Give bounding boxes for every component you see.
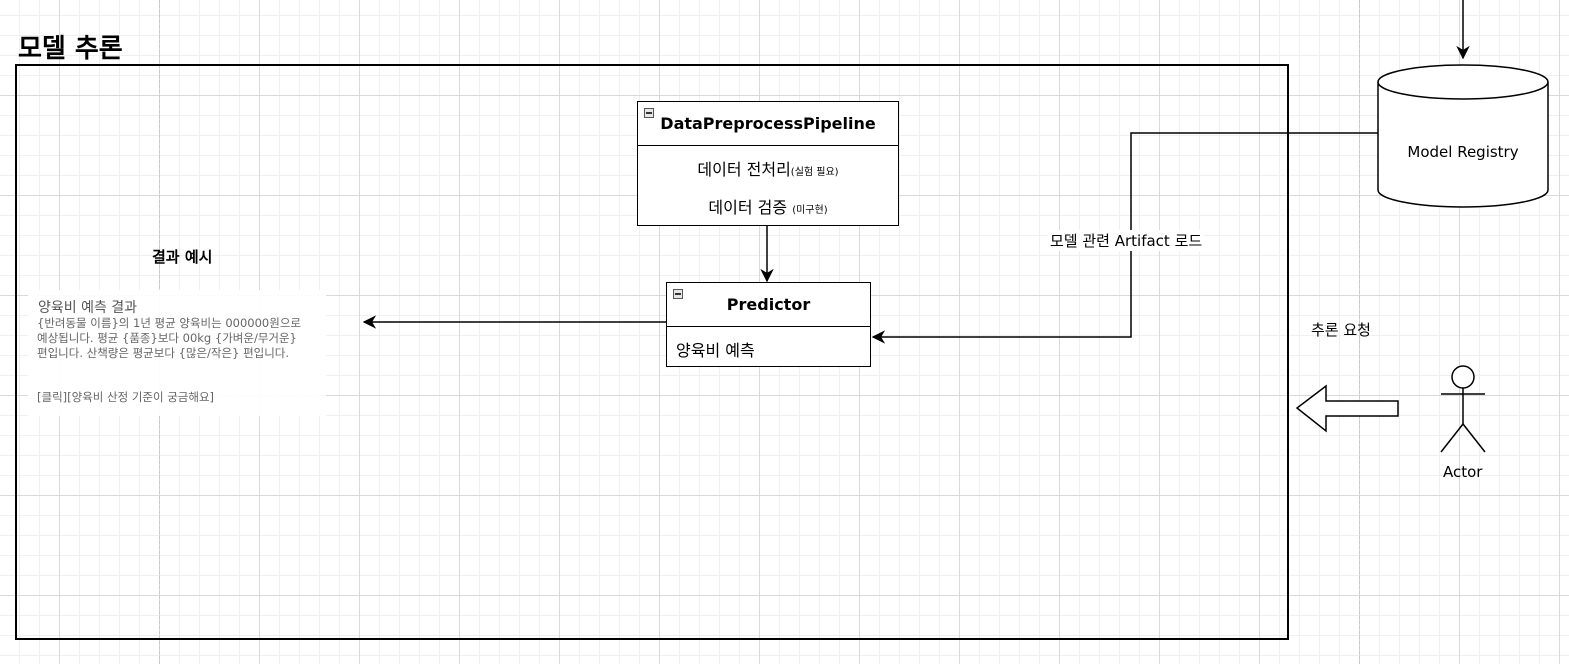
actor-label: Actor — [1443, 463, 1483, 481]
collapse-toggle-icon[interactable] — [644, 108, 654, 118]
model-registry-cylinder[interactable] — [1377, 64, 1549, 208]
inference-frame — [15, 64, 1289, 640]
example-link[interactable]: [클릭][양육비 산정 기준이 궁금해요] — [37, 390, 215, 404]
pipeline-attr-preprocess-text: 데이터 전처리 — [697, 160, 791, 179]
inference-request-arrow — [1295, 384, 1399, 433]
pipeline-attr-validate-text: 데이터 검증 — [708, 198, 793, 217]
predictor-class-box[interactable]: Predictor 양육비 예측 — [666, 282, 871, 367]
pipeline-attr-preprocess: 데이터 전처리(실험 필요) — [638, 156, 898, 180]
guide-line-right — [1359, 0, 1360, 664]
example-heading: 결과 예시 — [152, 248, 213, 266]
pipeline-class-name: DataPreprocessPipeline — [660, 114, 876, 133]
page-title: 모델 추론 — [18, 34, 123, 64]
artifact-load-label: 모델 관련 Artifact 로드 — [1048, 230, 1205, 251]
inference-request-label: 추론 요청 — [1311, 321, 1371, 339]
pipeline-attr-validate: 데이터 검증 (미구현) — [638, 194, 898, 218]
model-registry-label: Model Registry — [1407, 143, 1519, 161]
pipeline-attr-validate-note: (미구현) — [792, 205, 828, 216]
example-body: {반려동물 이름}의 1년 평균 양육비는 000000원으로 예상됩니다. 평… — [37, 316, 301, 361]
pipeline-attr-preprocess-note: (실험 필요) — [790, 167, 839, 178]
predictor-attr-predict: 양육비 예측 — [676, 341, 755, 360]
actor-figure[interactable] — [1440, 365, 1486, 453]
example-title: 양육비 예측 결과 — [38, 300, 138, 316]
example-line: {반려동물 이름}의 1년 평균 양육비는 000000원으로 — [37, 316, 301, 330]
predictor-class-name: Predictor — [726, 295, 811, 314]
example-line: 예상됩니다. 평균 {품종}보다 00kg {가벼운/무거운} — [37, 331, 297, 345]
example-card — [28, 290, 326, 416]
example-line: 편입니다. 산책량은 평균보다 {많은/작은} 편입니다. — [37, 346, 290, 360]
pipeline-class-box[interactable]: DataPreprocessPipeline 데이터 전처리(실험 필요) 데이… — [637, 101, 899, 226]
collapse-toggle-icon[interactable] — [673, 289, 683, 299]
